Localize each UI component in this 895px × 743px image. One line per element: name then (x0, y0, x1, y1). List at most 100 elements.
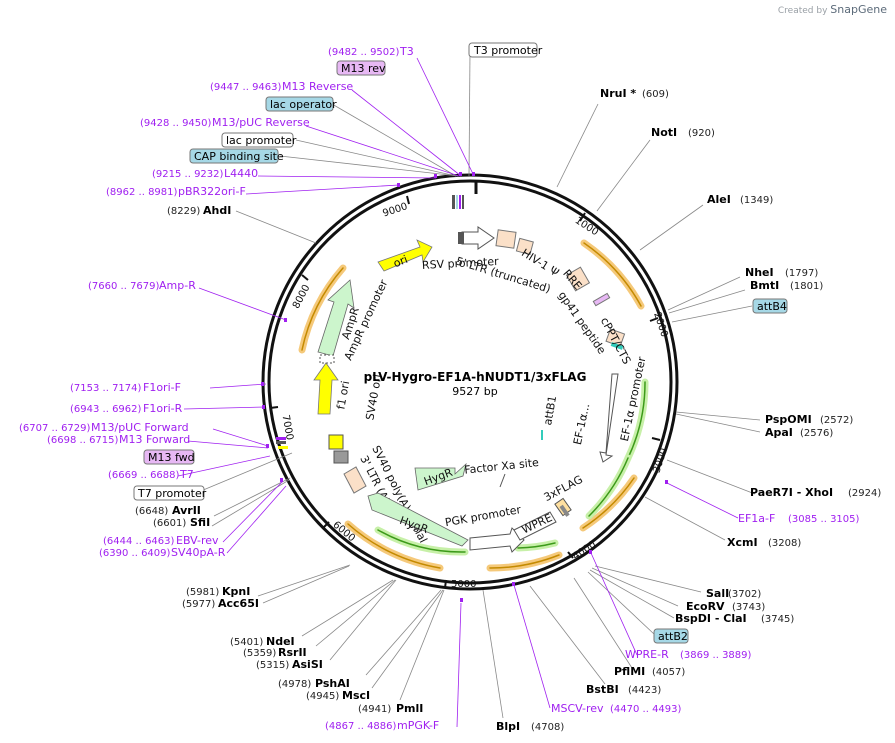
enzyme-pflmi[interactable]: PflMI (614, 665, 645, 678)
primer-ef1a-f-pos: (3085 .. 3105) (788, 514, 860, 525)
enzyme-nrui[interactable]: NruI * (600, 87, 636, 100)
primer-m13-puc-reverse-pos: (9428 .. 9450) (140, 118, 212, 129)
enzyme-clai-pos: (3745) (761, 614, 794, 625)
primer-mscv-rev[interactable]: MSCV-rev (551, 702, 604, 715)
enzyme-pmli-pos: (4941) (358, 704, 391, 715)
primer-t7-pos: (6669 .. 6688) (108, 470, 180, 481)
primer-wpre-r[interactable]: WPRE-R (625, 648, 669, 661)
enzyme-bstbi[interactable]: BstBI (586, 683, 619, 696)
enzyme-xcmi[interactable]: XcmI (727, 536, 758, 549)
box-lac-operator[interactable]: lac operator (270, 98, 337, 111)
primer-pbr322ori[interactable]: pBR322ori-F (178, 185, 246, 198)
enzyme-ecorv[interactable]: EcoRV (686, 600, 725, 613)
primer-m13-reverse[interactable]: M13 Reverse (282, 80, 353, 93)
enzyme-sali-pos: (3702) (728, 589, 761, 600)
enzyme-pspomi[interactable]: PspOMI (765, 413, 812, 426)
backbone-inner (267, 179, 673, 585)
primer-m13-forward-pos: (6698 .. 6715) (47, 435, 119, 446)
primer-pbr322ori-pos: (8962 .. 8981) (106, 187, 178, 198)
f1-ori-arrow (313, 362, 339, 415)
enzyme-rsrii[interactable]: RsrII (278, 646, 307, 659)
feature-rsv: RSV promoter (422, 255, 500, 272)
primer-amp-r-pos: (7660 .. 7679) (88, 281, 160, 292)
enzyme-xhoi-pos: (2924) (848, 488, 881, 499)
primer-mpgk-f-pos: (4867 .. 4886) (325, 721, 397, 732)
primer-mscv-rev-pos: (4470 .. 4493) (610, 704, 682, 715)
enzyme-xhoi[interactable]: PaeR7I - XhoI (750, 486, 833, 499)
primer-t3[interactable]: T3 (399, 45, 414, 58)
enzyme-asisi-pos: (5315) (256, 660, 289, 671)
enzyme-nhei-pos: (1797) (785, 268, 818, 279)
enzyme-sali[interactable]: SalI (706, 587, 729, 600)
ltr3-box (343, 466, 367, 494)
sv40-ori-box (328, 434, 344, 450)
primer-mpgk-f[interactable]: mPGK-F (397, 719, 439, 732)
ori-arrow (377, 239, 433, 272)
box-t7-promoter[interactable]: T7 promoter (137, 487, 207, 500)
enzyme-nrui-pos: (609) (642, 89, 669, 100)
feature-ori: ori (391, 253, 409, 270)
primer-sv40pa-r[interactable]: SV40pA-R (171, 546, 226, 559)
hygr-large-arrow (367, 492, 469, 547)
primer-f1ori-f[interactable]: F1ori-F (143, 381, 181, 394)
gp41-box (592, 292, 611, 307)
enzyme-pshai[interactable]: PshAI (315, 677, 350, 690)
box-m13-rev[interactable]: M13 rev (341, 62, 386, 75)
primer-f1ori-r-pos: (6943 .. 6962) (70, 404, 142, 415)
outer-feature-arcs (298, 239, 649, 572)
feature-attb1: attB1 (541, 395, 559, 427)
boxed-labels: T3 promoter M13 rev lac operator lac pro… (133, 42, 788, 644)
brand-watermark: Created by SnapGene (777, 3, 887, 16)
box-attb4[interactable]: attB4 (757, 300, 787, 313)
primer-ebv-rev-pos: (6444 .. 6463) (103, 536, 175, 547)
enzyme-avrii-pos: (6648) (135, 506, 168, 517)
enzyme-ecorv-pos: (3743) (732, 602, 765, 613)
primer-l4440[interactable]: L4440 (224, 167, 258, 180)
enzyme-blpi[interactable]: BlpI (496, 720, 520, 733)
primer-ef1a-f[interactable]: EF1a-F (738, 512, 775, 525)
primer-markers (261, 172, 668, 602)
primer-m13-puc-reverse[interactable]: M13/pUC Reverse (212, 116, 310, 129)
enzyme-sfii[interactable]: SfiI (190, 516, 210, 529)
enzyme-acc65i-pos: (5977) (182, 599, 215, 610)
enzyme-asisi[interactable]: AsiSI (292, 658, 323, 671)
enzyme-sfii-pos: (6601) (153, 518, 186, 529)
primer-ebv-rev[interactable]: EBV-rev (176, 534, 219, 547)
enzyme-clai[interactable]: BspDI - ClaI (675, 612, 747, 625)
enzyme-msci[interactable]: MscI (342, 689, 370, 702)
enzyme-alei[interactable]: AleI (707, 193, 731, 206)
primer-f1ori-r[interactable]: F1ori-R (143, 402, 183, 415)
enzyme-bstbi-pos: (4423) (628, 685, 661, 696)
enzyme-blpi-pos: (4708) (531, 722, 564, 733)
primer-m13-puc-forward[interactable]: M13/pUC Forward (91, 421, 189, 434)
enzyme-alei-pos: (1349) (740, 195, 773, 206)
primer-leader-lines (177, 57, 739, 728)
primer-l4440-pos: (9215 .. 9232) (152, 169, 224, 180)
box-t3-promoter[interactable]: T3 promoter (473, 44, 543, 57)
enzyme-kpni[interactable]: KpnI (222, 585, 250, 598)
primer-m13-puc-forward-pos: (6707 .. 6729) (19, 423, 91, 434)
plasmid-name: pLV-Hygro-EF1A-hNUDT1/3xFLAG (364, 370, 587, 384)
enzyme-ahdi[interactable]: AhdI (203, 204, 231, 217)
enzyme-apai[interactable]: ApaI (765, 426, 793, 439)
primer-m13-reverse-pos: (9447 .. 9463) (210, 82, 282, 93)
box-m13-fwd[interactable]: M13 fwd (148, 451, 195, 464)
enzyme-ndei[interactable]: NdeI (266, 635, 295, 648)
enzyme-nhei[interactable]: NheI (745, 266, 774, 279)
enzyme-bmti[interactable]: BmtI (750, 279, 779, 292)
primer-m13-forward[interactable]: M13 Forward (119, 433, 190, 446)
enzyme-acc65i[interactable]: Acc65I (218, 597, 259, 610)
box-attb2[interactable]: attB2 (658, 630, 688, 643)
primer-t7[interactable]: T7 (179, 468, 194, 481)
primer-amp-r[interactable]: Amp-R (159, 279, 196, 292)
enzyme-pmli[interactable]: PmlI (396, 702, 423, 715)
box-lac-promoter[interactable]: lac promoter (226, 134, 297, 147)
enzyme-noti[interactable]: NotI (651, 126, 677, 139)
box-cap-site[interactable]: CAP binding site (194, 150, 284, 163)
enzyme-msci-pos: (4945) (306, 691, 339, 702)
enzyme-ahdi-pos: (8229) (167, 206, 200, 217)
enzyme-avrii[interactable]: AvrII (172, 504, 201, 517)
leader-lines (195, 51, 761, 719)
enzyme-apai-pos: (2576) (800, 428, 833, 439)
